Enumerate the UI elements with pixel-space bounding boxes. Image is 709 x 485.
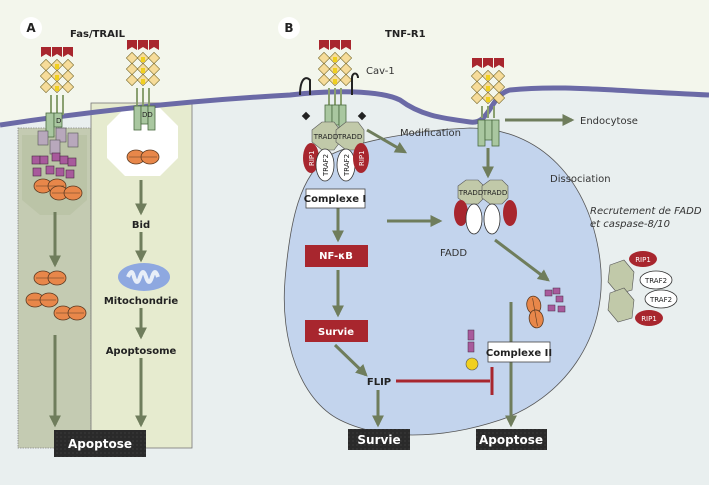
flip-label: FLIP — [367, 377, 391, 388]
nfkb-label: NF-κB — [319, 251, 353, 262]
panel-b-arrows — [332, 114, 575, 428]
panel-a-letter: A — [26, 21, 36, 35]
complex-ii: RIP1 TRAF2 TRAF2 RIP1 — [524, 251, 678, 330]
ligand-trimer-icon — [317, 39, 353, 87]
survie-red-label: Survie — [318, 327, 354, 338]
internalized-complex: TRADD TRADD — [454, 179, 517, 235]
apoptosome-label: Apoptosome — [106, 346, 177, 357]
panel-b-letter: B — [284, 21, 293, 35]
apoptose-b-label: Apoptose — [479, 433, 543, 447]
ligand-trimer-icon — [125, 39, 161, 87]
svg-text:TRAF2: TRAF2 — [644, 277, 667, 285]
svg-text:TRAF2: TRAF2 — [322, 154, 330, 177]
complexe-ii-box — [487, 341, 551, 363]
receptor-vesicle — [107, 108, 178, 176]
death-domains — [45, 104, 500, 147]
svg-text:RIP1: RIP1 — [358, 150, 366, 166]
modification-label: Modification — [400, 128, 461, 139]
svg-text:RIP1: RIP1 — [641, 315, 657, 323]
complexe-i-box — [305, 188, 366, 209]
survie-red-box — [305, 320, 368, 342]
receptor-stalks — [50, 88, 495, 118]
svg-text:RIP1: RIP1 — [635, 256, 651, 264]
panel-a-title: Fas/TRAIL — [70, 29, 126, 40]
svg-text:RIP1: RIP1 — [308, 150, 316, 166]
disc-complex — [31, 127, 83, 201]
fadd-label: FADD — [440, 248, 467, 259]
endocytose-label: Endocytose — [580, 116, 638, 127]
survie-outcome-label: Survie — [357, 433, 400, 447]
svg-text:TRADD: TRADD — [482, 189, 507, 197]
cav1-label: Cav-1 — [366, 66, 395, 77]
mitochondrie-label: Mitochondrie — [104, 296, 179, 307]
ligand-trimer-icon — [39, 46, 75, 94]
survie-outcome — [348, 429, 410, 450]
svg-text:TRADD: TRADD — [458, 189, 483, 197]
complexe-ii-label: Complexe II — [486, 348, 552, 359]
apoptose-outcome-a — [54, 430, 146, 457]
dissociation-label: Dissociation — [550, 174, 611, 185]
caspase-icon — [126, 149, 160, 165]
nfkb-box — [305, 245, 368, 267]
complex-i: TRADD TRADD RIP1 TRAF2 TRAF2 RIP1 — [301, 111, 369, 182]
ligand-trimer-icon — [470, 57, 506, 105]
caveolin-icon — [299, 72, 359, 96]
recruitment-label-2: et caspase-8/10 — [590, 219, 670, 230]
caspase-icon — [33, 270, 67, 286]
svg-text:TRAF2: TRAF2 — [343, 154, 351, 177]
d-label: D — [56, 117, 61, 125]
caspase-icon — [53, 305, 87, 321]
svg-text:TRADD: TRADD — [313, 133, 338, 141]
plasma-membrane — [0, 85, 709, 128]
panel-a-arrows — [49, 180, 147, 428]
apoptose-outcome-b — [476, 429, 547, 450]
panel-b-badge — [278, 17, 300, 39]
svg-text:TRAF2: TRAF2 — [649, 296, 672, 304]
complexe-i-label: Complexe I — [304, 194, 366, 205]
dd-label: DD — [142, 111, 153, 119]
recruitment-label-1: Recrutement de FADD — [590, 206, 702, 217]
extracellular-space — [0, 0, 709, 125]
bid-label: Bid — [132, 220, 150, 231]
panel-b-title: TNF-R1 — [385, 29, 426, 40]
apoptose-a-label: Apoptose — [68, 437, 132, 451]
svg-text:TRADD: TRADD — [337, 133, 362, 141]
mitochondrion-icon — [118, 263, 170, 291]
panel-a-badge — [20, 17, 42, 39]
flip-molecule-icon — [465, 329, 479, 371]
caspase-icon — [25, 292, 59, 308]
